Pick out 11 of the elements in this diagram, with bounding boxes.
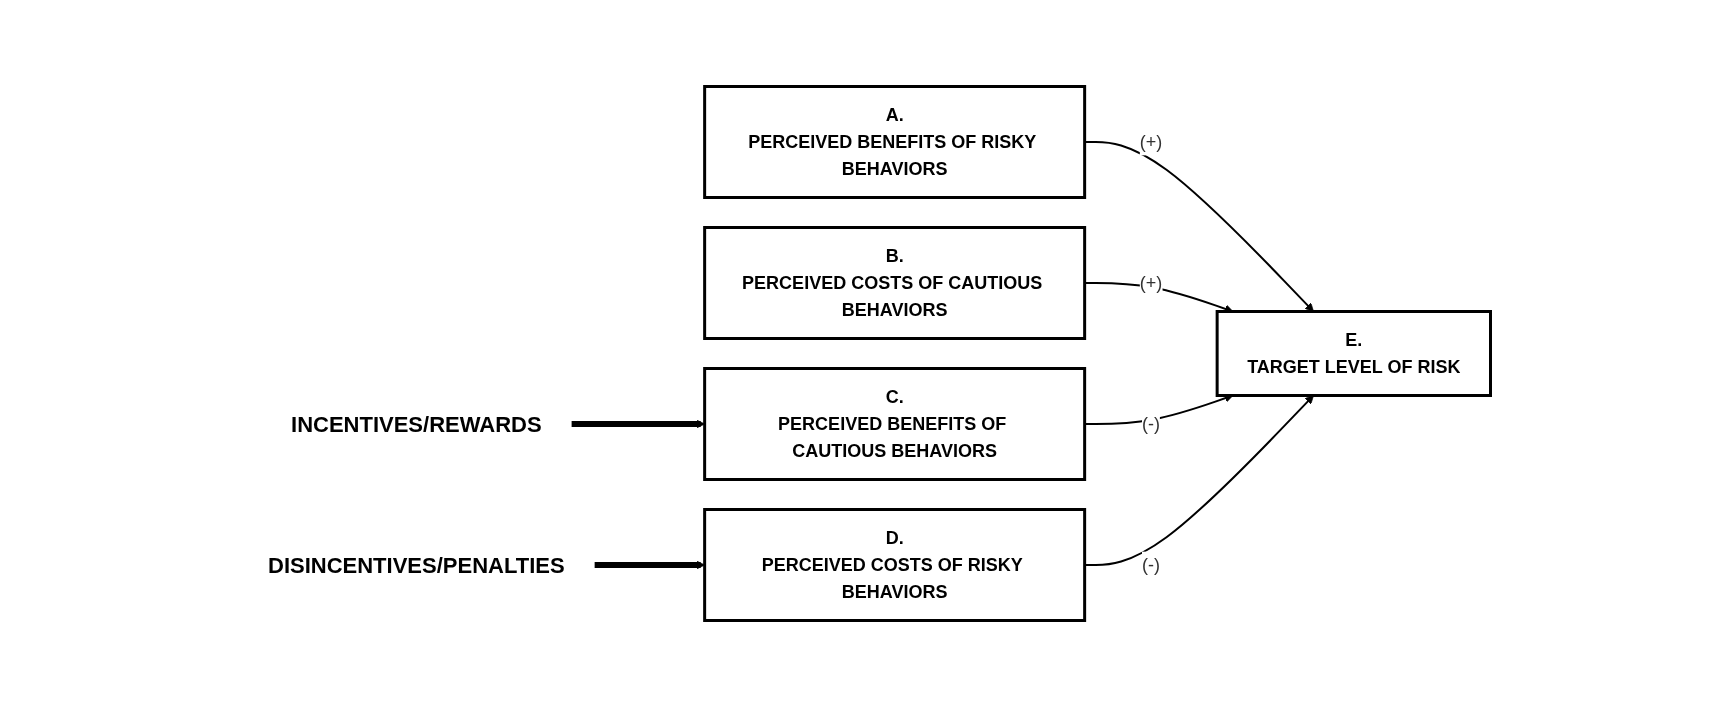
node-box: E. TARGET LEVEL OF RISK [1215, 310, 1493, 397]
edge-label: (-) [1142, 554, 1161, 575]
node-box: B. PERCEIVED COSTS OF CAUTIOUS BEHAVIORS [703, 226, 1087, 340]
node-box: C. PERCEIVED BENEFITS OF CAUTIOUS BEHAVIORS [703, 367, 1087, 481]
node-box: D. PERCEIVED COSTS OF RISKY BEHAVIORS [703, 508, 1087, 622]
edge-label: (-) [1142, 413, 1161, 434]
node-text: INCENTIVES/REWARDS [291, 411, 542, 437]
edge-label: (+) [1139, 272, 1163, 293]
node-box: A. PERCEIVED BENEFITS OF RISKY BEHAVIORS [703, 85, 1087, 199]
node-text: DISINCENTIVES/PENALTIES [268, 552, 565, 578]
edge-label: (+) [1139, 131, 1163, 152]
